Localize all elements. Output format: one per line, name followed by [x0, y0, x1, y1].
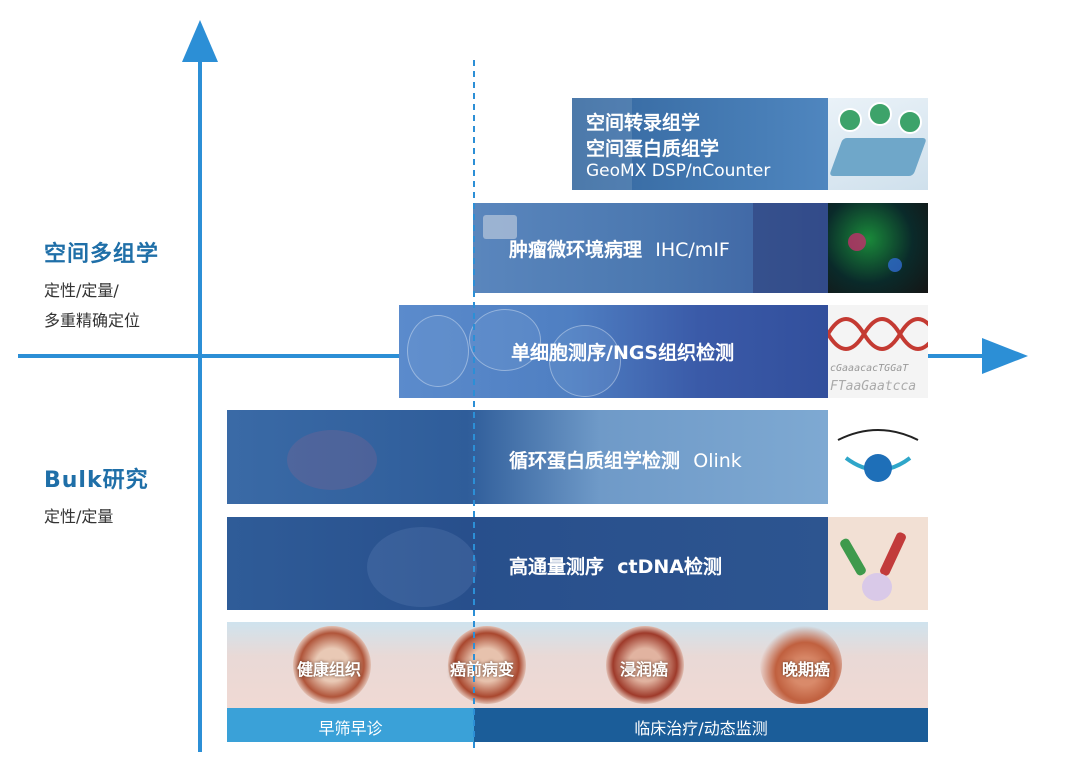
stage-advanced: 晚期癌	[782, 660, 831, 679]
cell-shape	[549, 325, 621, 397]
olink-thumbnail	[828, 410, 928, 504]
pin-icon	[868, 102, 892, 126]
band-spatial-omics: 空间转录组学 空间蛋白质组学 GeoMX DSP/nCounter	[572, 98, 828, 190]
band-single-cell-label: 单细胞测序/NGS组织检测	[511, 342, 735, 364]
band-single-cell: 单细胞测序/NGS组织检测	[399, 305, 828, 398]
invasive-cancer-icon	[606, 626, 684, 704]
stage-divider	[473, 60, 475, 750]
band-olink-label: 循环蛋白质组学检测 Olink	[509, 446, 742, 473]
band-tme-label: 肿瘤微环境病理 IHC/mIF	[509, 235, 730, 262]
stage-invasive: 浸润癌	[620, 660, 669, 679]
band-ctdna-cn: 高通量测序	[509, 556, 605, 578]
y-axis-arrow	[182, 20, 218, 62]
healthy-tissue-icon	[293, 626, 371, 704]
fluor-spot	[888, 258, 902, 272]
phase-clinical-label: 临床治疗/动态监测	[634, 719, 768, 738]
virus-shape	[862, 573, 892, 601]
dna-helix-icon	[828, 317, 928, 351]
ctdna-thumbnail	[828, 517, 928, 610]
band-spatial-line1: 空间转录组学	[586, 112, 701, 134]
pin-icon	[898, 110, 922, 134]
olink-logo-icon	[837, 429, 919, 482]
band-olink-cn: 循环蛋白质组学检测	[509, 450, 681, 472]
fluor-spot	[848, 233, 866, 251]
spatial-sub-1: 定性/定量/	[44, 281, 119, 300]
tissue-texture	[753, 203, 828, 293]
cell-shape	[407, 315, 469, 387]
band-tumor-microenvironment: 肿瘤微环境病理 IHC/mIF	[473, 203, 828, 293]
spatial-sub-2: 多重精确定位	[44, 311, 141, 330]
blood-cell-shape	[367, 527, 477, 607]
chip-shape	[483, 215, 517, 239]
pin-icon	[838, 108, 862, 132]
band-tme-en: IHC/mIF	[655, 239, 730, 261]
phase-early-bar: 早筛早诊	[227, 708, 474, 742]
band-spatial-line3: GeoMX DSP/nCounter	[586, 161, 771, 181]
band-spatial-line2: 空间蛋白质组学	[586, 138, 720, 160]
chromosome-shape	[878, 531, 908, 577]
blood-cell-shape	[287, 430, 377, 490]
dna-text-line2: FTaaGaatcca	[830, 379, 917, 394]
x-axis-arrow	[982, 338, 1028, 374]
band-olink-en: Olink	[693, 450, 742, 472]
geomx-thumbnail	[828, 98, 928, 190]
phase-clinical-bar: 临床治疗/动态监测	[474, 708, 928, 742]
stage-healthy: 健康组织	[297, 660, 362, 679]
stage-precancer: 癌前病变	[450, 660, 515, 679]
band-tme-cn: 肿瘤微环境病理	[509, 239, 643, 261]
chromosome-shape	[838, 537, 868, 577]
precancer-icon	[448, 626, 526, 704]
advanced-cancer-icon	[760, 624, 842, 704]
band-ctdna-label: 高通量测序 ctDNA检测	[509, 552, 722, 579]
cell-shape	[469, 309, 541, 371]
phase-early-label: 早筛早诊	[318, 719, 383, 738]
slide-shape	[829, 138, 927, 176]
bulk-sub: 定性/定量	[44, 507, 114, 526]
spatial-title: 空间多组学	[44, 242, 160, 267]
bulk-title: Bulk研究	[44, 468, 149, 493]
dna-thumbnail: cGaaacacTGGaT FTaaGaatcca	[828, 305, 928, 398]
band-circulating-proteomics: 循环蛋白质组学检测 Olink	[227, 410, 828, 504]
mif-thumbnail	[828, 203, 928, 293]
dna-text-line1: cGaaacacTGGaT	[830, 363, 909, 374]
band-texture	[572, 98, 632, 190]
band-ctdna: 高通量测序 ctDNA检测	[227, 517, 828, 610]
band-ctdna-en: ctDNA检测	[617, 556, 722, 578]
